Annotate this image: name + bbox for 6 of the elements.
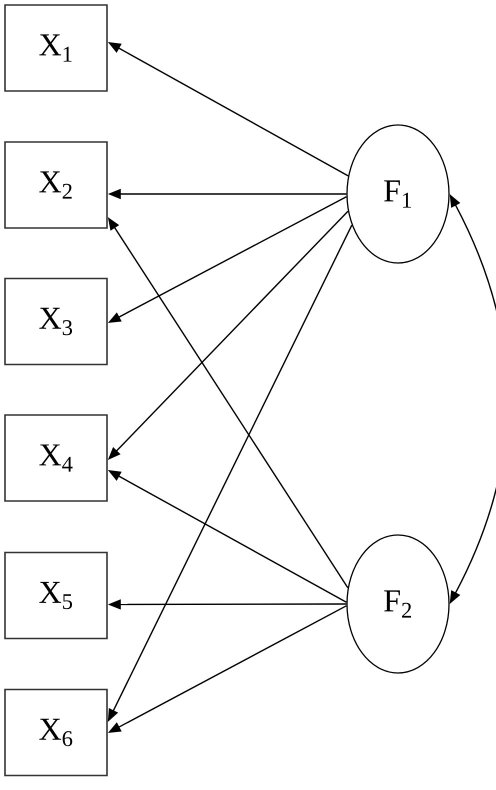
variable-box: X$_{6}$ — [4, 688, 108, 776]
variable-box: X$_{4}$ — [4, 414, 108, 502]
variable-box: X$_{5}$ — [4, 552, 108, 640]
variable-box: X$_{1}$ — [4, 4, 108, 92]
variable-box: X$_{3}$ — [4, 278, 108, 366]
variable-box: X$_{2}$ — [4, 141, 108, 229]
